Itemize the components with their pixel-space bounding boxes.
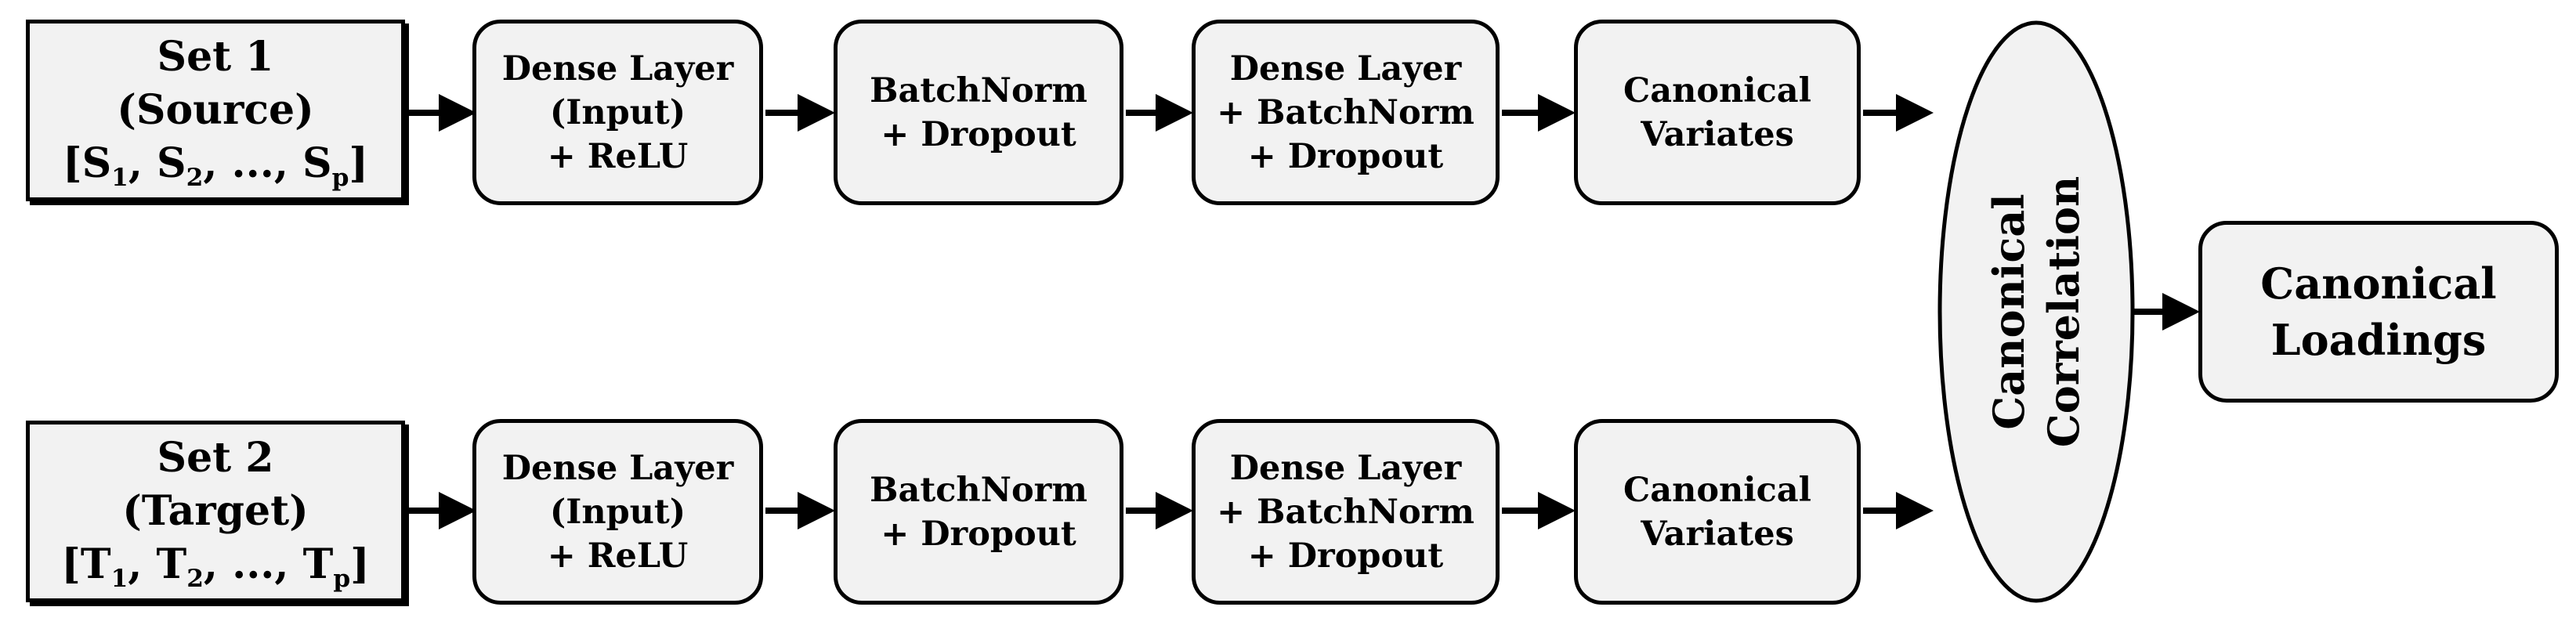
canonical-loadings-box: Canonical Loadings xyxy=(2198,221,2559,403)
target-set-title: Set 2 xyxy=(157,434,274,482)
target-set-vector: [T1, T2, ..., Tp] xyxy=(61,540,370,593)
source-set-subtitle: (Source) xyxy=(117,86,314,134)
target-set-subtitle: (Target) xyxy=(122,487,309,535)
canonical-correlation-ellipse xyxy=(1937,20,2135,603)
target-set-box: Set 2 (Target) [T1, T2, ..., Tp] xyxy=(26,421,405,602)
canonical-variates-box-bottom: Canonical Variates xyxy=(1574,419,1861,605)
dense-input-box-top: Dense Layer (Input) + ReLU xyxy=(472,20,763,205)
dense-bn-box-top: Dense Layer + BatchNorm + Dropout xyxy=(1192,20,1500,205)
batchnorm-box-top: BatchNorm + Dropout xyxy=(834,20,1123,205)
dense-bn-box-bottom: Dense Layer + BatchNorm + Dropout xyxy=(1192,419,1500,605)
source-set-vector: [S1, S2, ..., Sp] xyxy=(62,139,369,192)
dense-input-box-bottom: Dense Layer (Input) + ReLU xyxy=(472,419,763,605)
canonical-correlation-label: Canonical Correlation xyxy=(1984,175,2089,448)
canonical-variates-box-top: Canonical Variates xyxy=(1574,20,1861,205)
source-set-box: Set 1 (Source) [S1, S2, ..., Sp] xyxy=(26,20,405,201)
batchnorm-box-bottom: BatchNorm + Dropout xyxy=(834,419,1123,605)
source-set-title: Set 1 xyxy=(157,33,274,81)
